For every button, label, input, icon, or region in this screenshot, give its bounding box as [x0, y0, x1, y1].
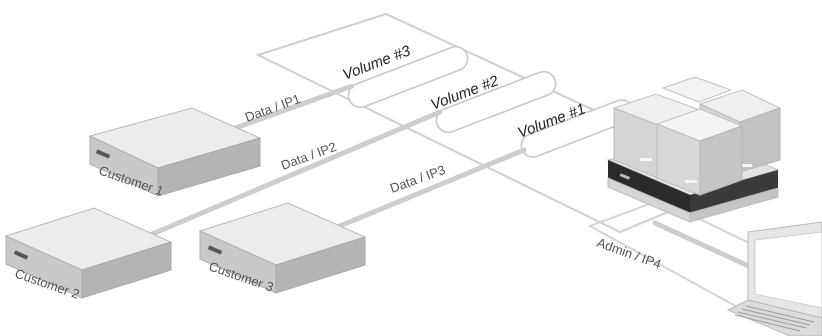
- laptop-icon: [726, 221, 822, 336]
- link-label-ip3: Data / IP3: [388, 162, 447, 196]
- storage-array-icon: [606, 76, 782, 223]
- admin-link-ip4: [652, 220, 758, 272]
- rack-server-icon: [88, 107, 262, 197]
- link-label-ip4: Admin / IP4: [595, 235, 663, 272]
- data-link-ip2: [147, 109, 443, 238]
- rack-server-icon: [198, 202, 367, 294]
- link-label-ip1: Data / IP1: [243, 91, 302, 125]
- volume-2: [435, 70, 557, 134]
- volume-3: [347, 45, 469, 109]
- data-link-ip3: [332, 147, 527, 231]
- rack-server-icon: [4, 207, 173, 299]
